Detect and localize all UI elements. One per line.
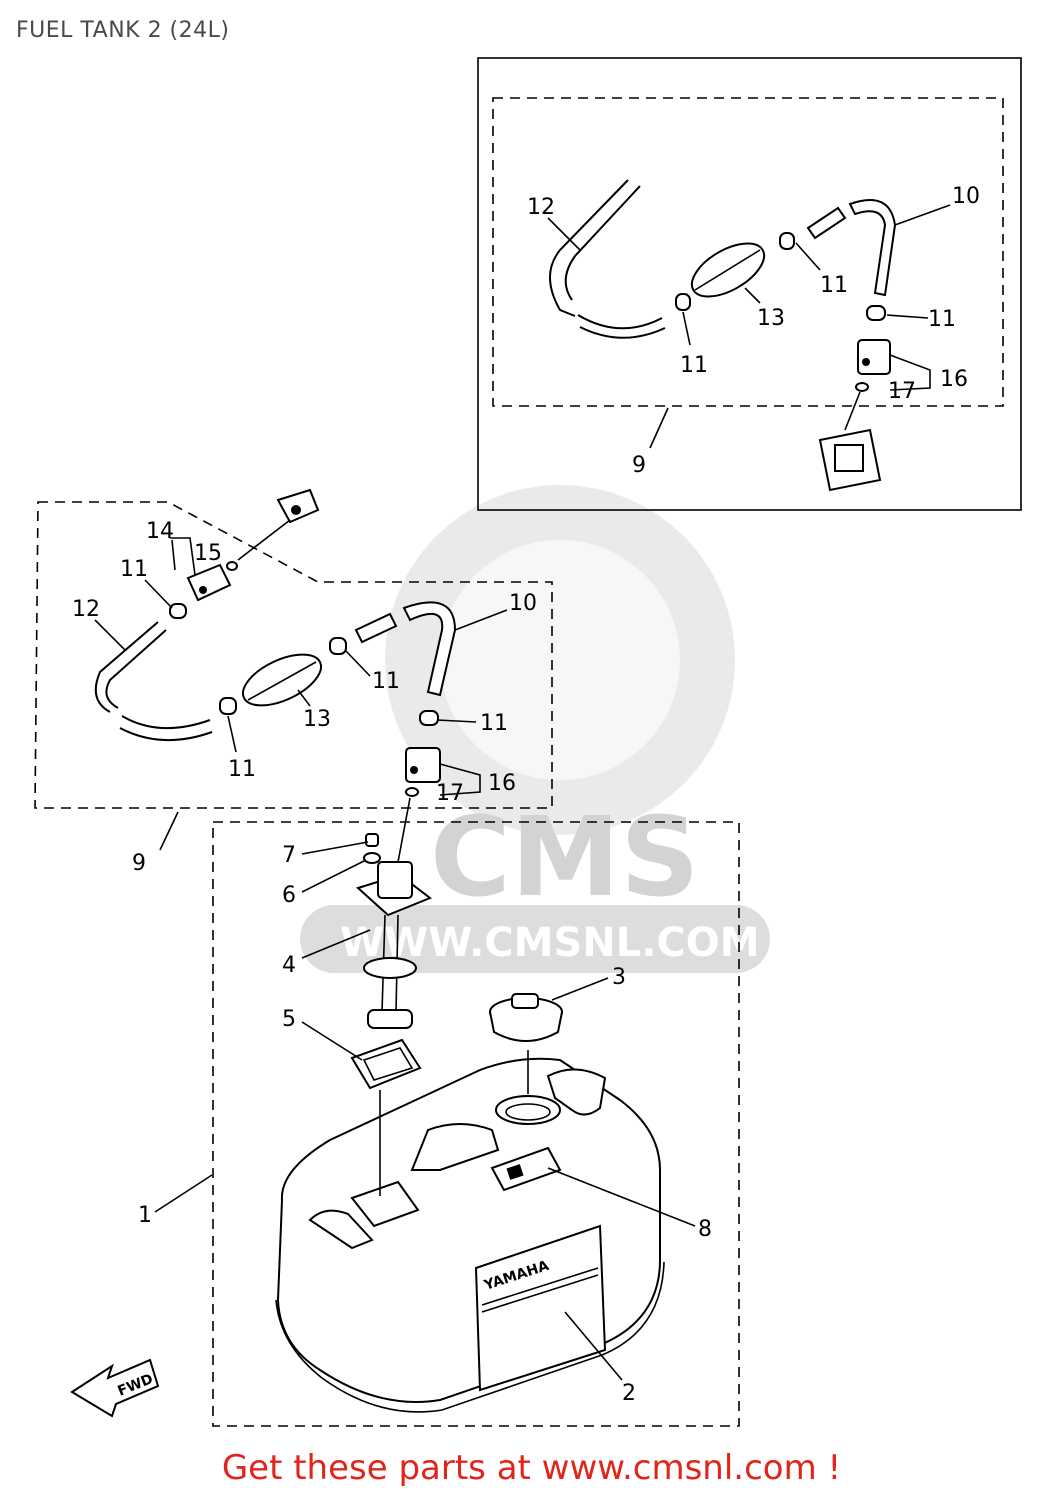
callout-12: 12 <box>72 597 100 622</box>
assembly-tank: YAMAHA 7 6 4 3 5 8 1 2 <box>138 797 740 1427</box>
callout-9: 9 <box>132 851 146 876</box>
callout-5: 5 <box>282 1007 296 1032</box>
callout-6: 6 <box>282 883 296 908</box>
callout-7: 7 <box>282 843 296 868</box>
callout-10: 10 <box>509 591 537 616</box>
callout-2: 2 <box>622 1381 636 1406</box>
callout-9: 9 <box>632 453 646 478</box>
callout-11: 11 <box>820 273 848 298</box>
callout-11: 11 <box>228 757 256 782</box>
callout-15: 15 <box>194 541 222 566</box>
assembly-mid: 14 15 11 12 10 11 13 11 11 17 16 9 <box>34 488 553 876</box>
callout-4: 4 <box>282 953 296 978</box>
watermark-brand: CMS <box>430 793 699 921</box>
callout-16: 16 <box>488 771 516 796</box>
callout-8: 8 <box>698 1217 712 1242</box>
callout-11: 11 <box>120 557 148 582</box>
callout-11: 11 <box>372 669 400 694</box>
callout-11: 11 <box>480 711 508 736</box>
footer-link[interactable]: Get these parts at www.cmsnl.com ! <box>221 1448 842 1488</box>
page-title: FUEL TANK 2 (24L) <box>16 18 230 43</box>
callout-13: 13 <box>757 306 785 331</box>
watermark-url: WWW.CMSNL.COM <box>340 920 760 966</box>
callout-12: 12 <box>527 195 555 220</box>
callout-11: 11 <box>680 353 708 378</box>
callout-1: 1 <box>138 1203 152 1228</box>
callout-11: 11 <box>928 307 956 332</box>
inset-top: 12 10 11 11 11 13 16 17 9 <box>477 57 1022 511</box>
watermark: CMS WWW.CMSNL.COM <box>300 485 770 973</box>
callout-14: 14 <box>146 519 174 544</box>
callout-3: 3 <box>612 965 626 990</box>
fwd-arrow-icon: FWD <box>70 1358 160 1418</box>
callout-17: 17 <box>436 781 464 806</box>
callout-10: 10 <box>952 184 980 209</box>
callout-13: 13 <box>303 707 331 732</box>
callout-16: 16 <box>940 367 968 392</box>
callout-17: 17 <box>888 379 916 404</box>
